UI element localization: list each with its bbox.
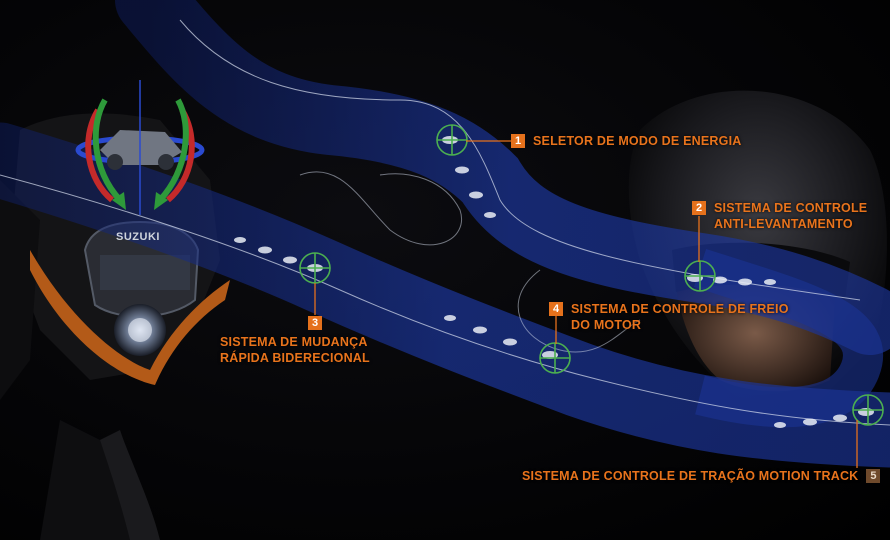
feature-callout-4[interactable]: 4 SISTEMA DE CONTROLE DE FREIO DO MOTOR xyxy=(549,301,789,333)
target-marker-1 xyxy=(436,124,468,156)
target-markers xyxy=(299,124,884,426)
track-bands xyxy=(0,0,890,468)
target-marker-2 xyxy=(684,260,716,292)
feature-number-1: 1 xyxy=(511,134,525,148)
feature-callout-3[interactable]: 3 SISTEMA DE MUDANÇA RÁPIDA BIDERECIONAL xyxy=(220,315,370,366)
feature-label-4: SISTEMA DE CONTROLE DE FREIO DO MOTOR xyxy=(571,302,789,332)
target-marker-3 xyxy=(299,252,331,284)
motion-trails xyxy=(234,136,874,428)
feature-label-3: SISTEMA DE MUDANÇA RÁPIDA BIDERECIONAL xyxy=(220,335,370,365)
feature-callout-5[interactable]: SISTEMA DE CONTROLE DE TRAÇÃO MOTION TRA… xyxy=(522,468,881,484)
feature-number-3: 3 xyxy=(308,316,322,330)
feature-label-1: SELETOR DE MODO DE ENERGIA xyxy=(533,134,742,148)
target-marker-5 xyxy=(852,394,884,426)
feature-label-2: SISTEMA DE CONTROLE ANTI-LEVANTAMENTO xyxy=(714,201,868,231)
feature-number-4: 4 xyxy=(549,302,563,316)
feature-label-5: SISTEMA DE CONTROLE DE TRAÇÃO MOTION TRA… xyxy=(522,469,859,483)
power-mode-selector-icon xyxy=(75,80,205,215)
callout-leader-lines xyxy=(314,140,858,468)
feature-callout-1[interactable]: 1 SELETOR DE MODO DE ENERGIA xyxy=(511,133,741,149)
feature-number-2: 2 xyxy=(692,201,706,215)
feature-number-5: 5 xyxy=(866,469,881,483)
suzuki-logo: SUZUKI xyxy=(116,231,160,243)
feature-callout-2[interactable]: 2 SISTEMA DE CONTROLE ANTI-LEVANTAMENTO xyxy=(692,200,867,232)
target-marker-4 xyxy=(539,342,571,374)
